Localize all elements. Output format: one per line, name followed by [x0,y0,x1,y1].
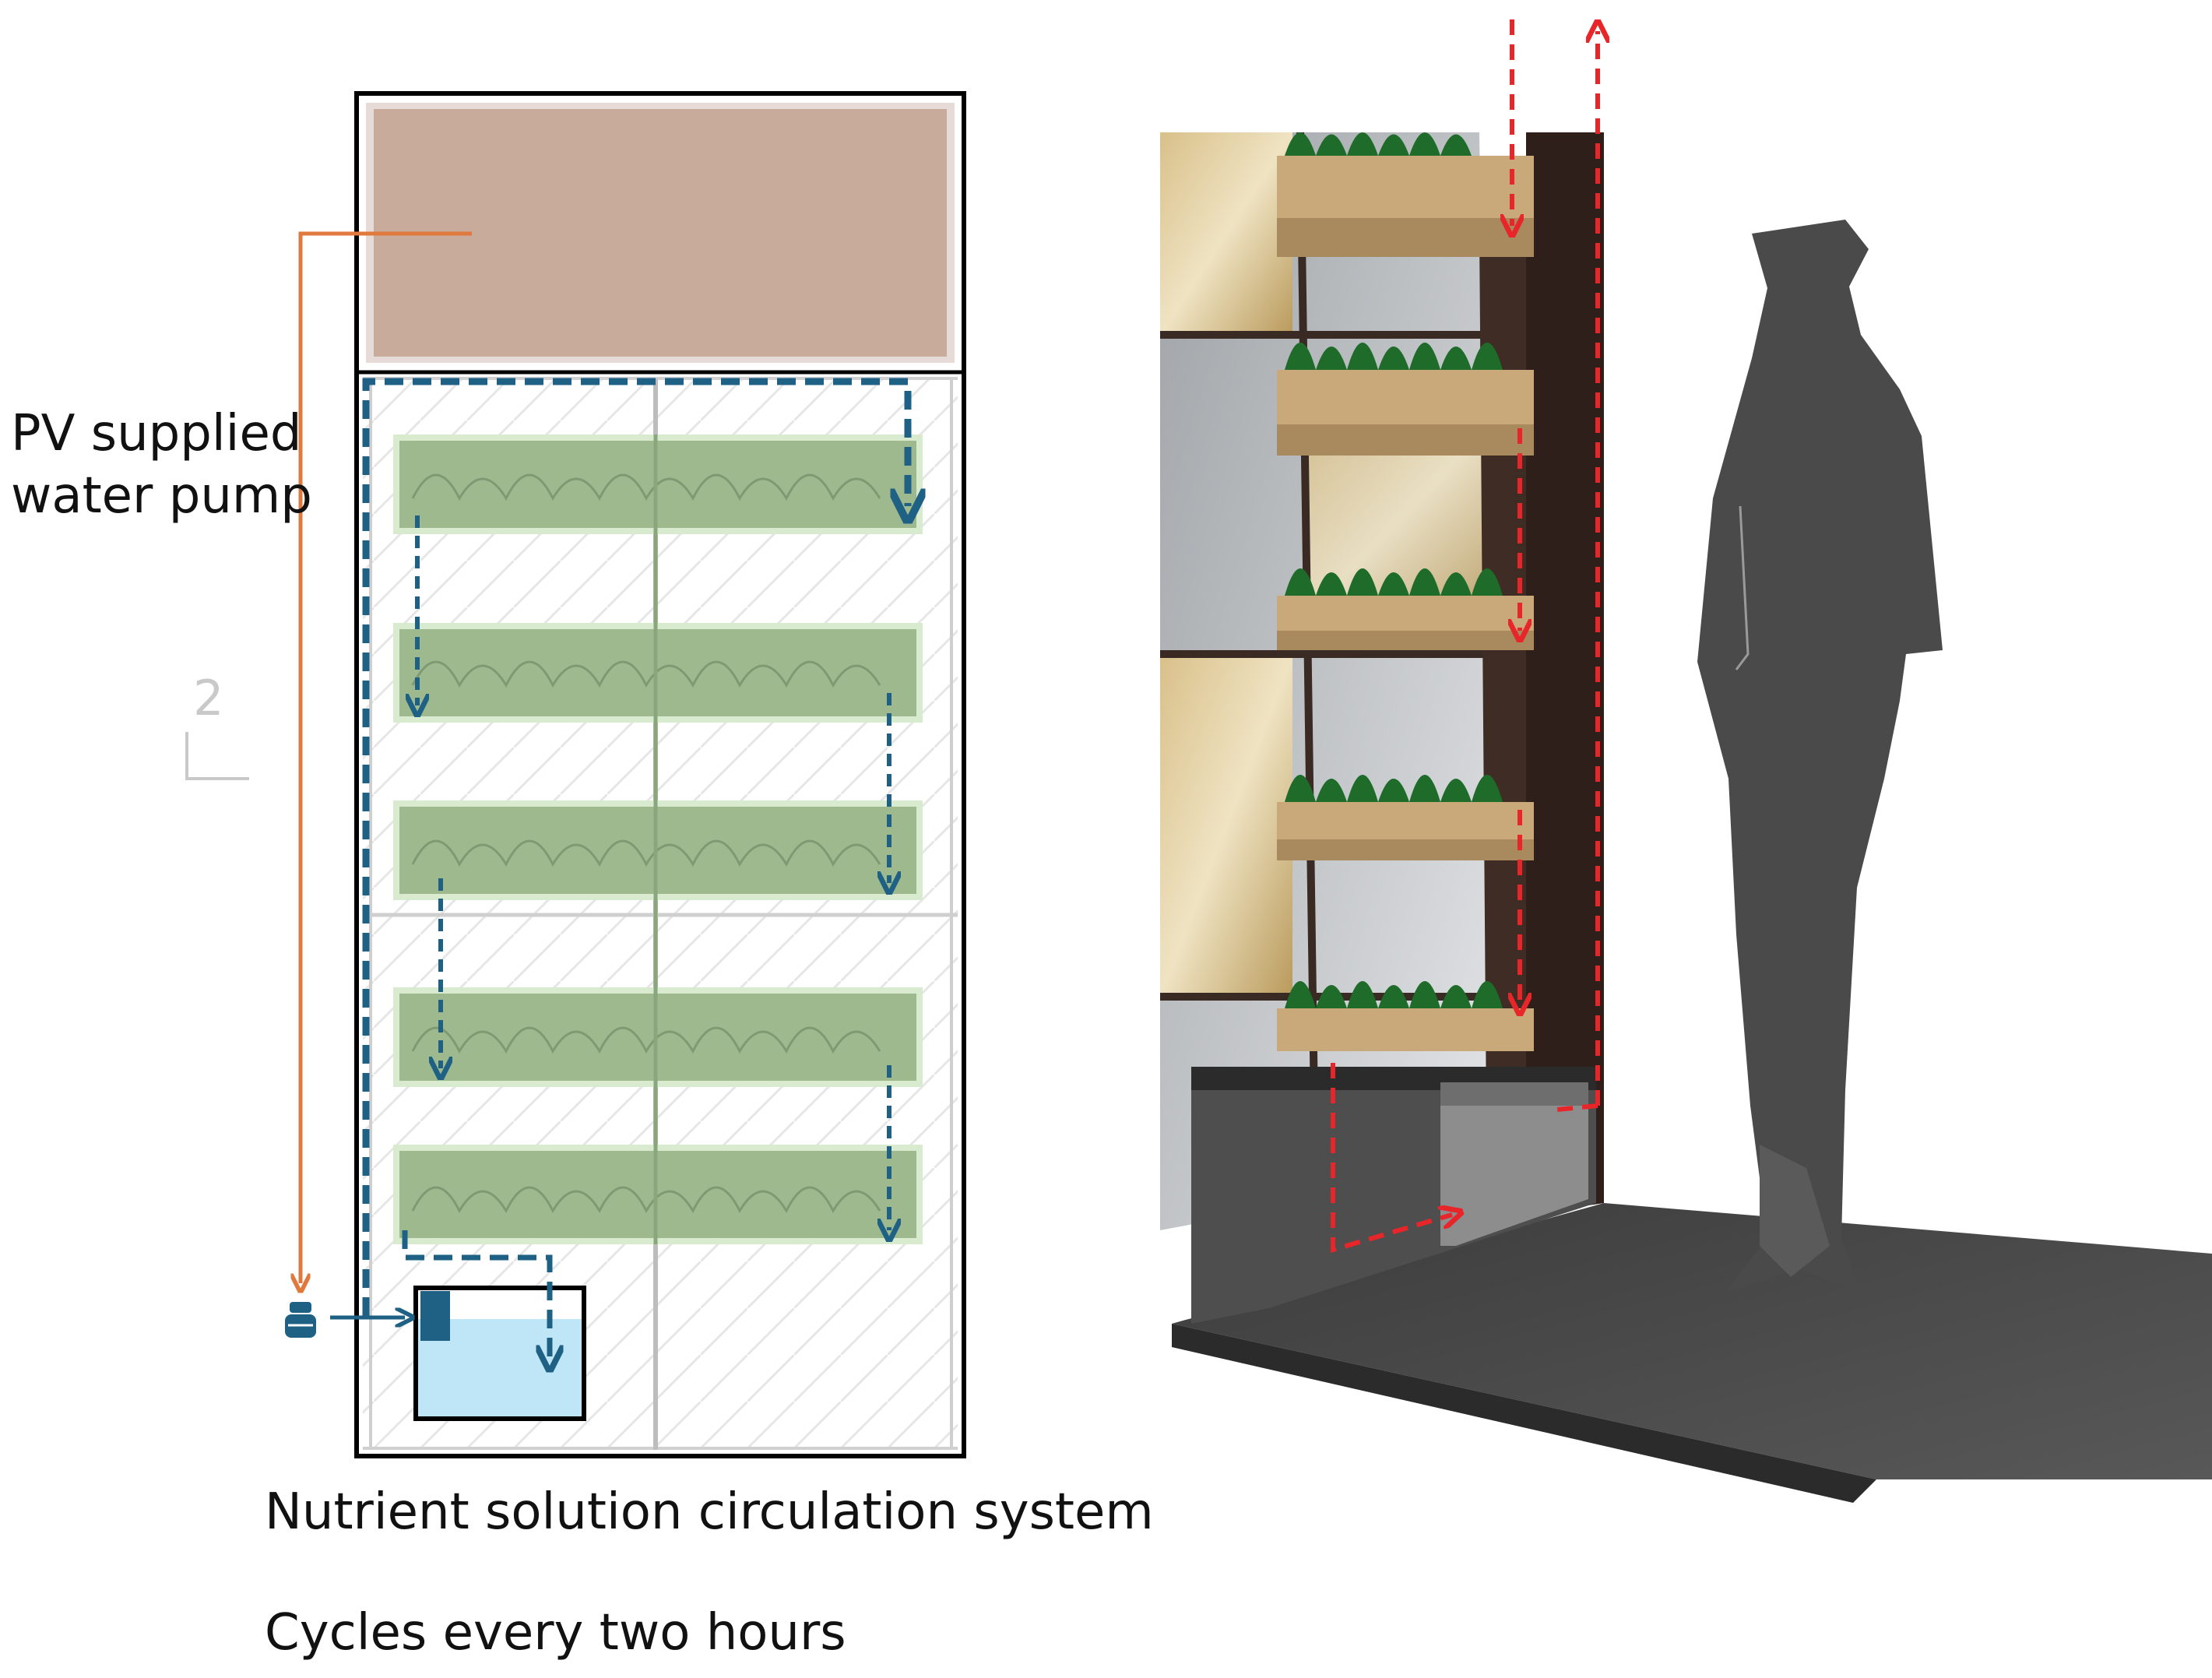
system-caption: Nutrient solution circulation system [265,1483,1154,1541]
floor-slab [1172,1203,2212,1479]
facade-elevation [185,91,966,1458]
pump-power-line [301,231,472,1283]
circulation-flow [362,378,908,1359]
render-flow [1331,19,1598,1254]
render-nutrient-tank [1440,1082,1588,1246]
planter-row-4 [393,987,923,1087]
render-planters [1277,132,1534,1051]
pump-label-line2: water pump [11,467,312,525]
person-silhouette-icon [1697,220,1943,1293]
pump-label-line1: PV supplied [11,405,302,463]
planter-row-1 [393,434,923,534]
planter-row-5 [393,1145,923,1244]
water-pump-icon [285,1302,316,1338]
dimension-label: 2 [193,670,224,726]
facade-render [1160,19,2212,1503]
glazing [363,377,958,1450]
planter-row-2 [393,623,923,723]
facade-frame [354,91,966,1458]
planter-row-3 [393,800,923,900]
nutrient-tank [413,1286,586,1421]
dimension-marker [185,732,249,780]
structural-column [1526,132,1604,1215]
cycle-caption: Cycles every two hours [265,1604,846,1662]
